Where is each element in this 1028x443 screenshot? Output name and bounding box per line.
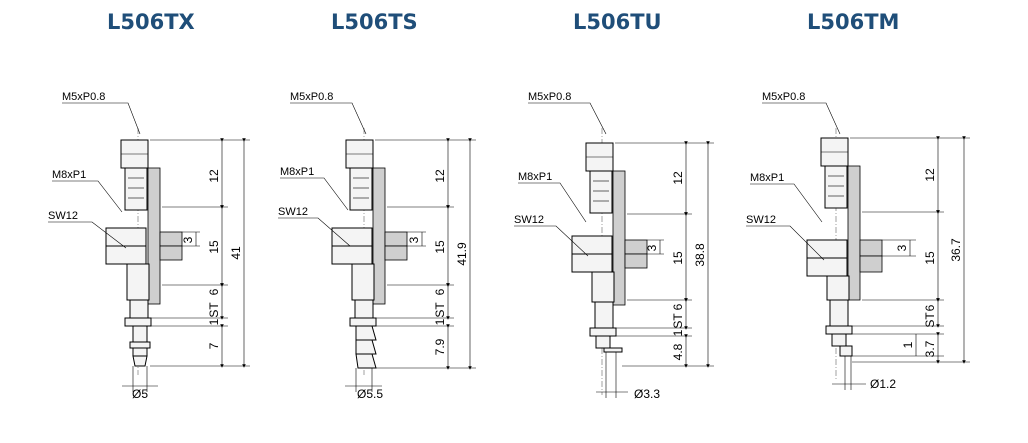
hex-label-l506tm: SW12: [746, 214, 776, 226]
hex-label-l506tx: SW12: [48, 210, 78, 222]
dim-1-l506tm: 1: [901, 341, 915, 348]
dim-7-9-l506ts: 7.9: [433, 338, 447, 355]
dim-1-l506ts: 1: [433, 318, 447, 325]
thread-body-label-l506tm: M8xP1: [750, 172, 784, 184]
dim-st-l506tm: ST: [923, 312, 937, 328]
diameter-l506ts: Ø5.5: [357, 387, 383, 401]
drawing-l506tx: [48, 102, 250, 392]
dim-3-l506ts: 3: [407, 236, 421, 243]
diameter-l506tm: Ø1.2: [870, 377, 896, 391]
dim-15-l506tm: 15: [923, 251, 937, 265]
thread-body-label-l506ts: M8xP1: [280, 166, 314, 178]
dim-6-l506tx: 6: [207, 288, 221, 295]
dim-3-l506tx: 3: [181, 236, 195, 243]
dim-36-7-l506tm: 36.7: [949, 238, 963, 262]
dim-1-l506tu: 1: [671, 329, 685, 336]
dim-12-l506tu: 12: [671, 171, 685, 185]
thread-body-label-l506tx: M8xP1: [52, 169, 86, 181]
dim-4-8-l506tu: 4.8: [671, 343, 685, 360]
dim-38-8-l506tu: 38.8: [693, 243, 707, 267]
diameter-l506tu: Ø3.3: [634, 387, 660, 401]
dim-12-l506tm: 12: [923, 168, 937, 182]
dim-st-l506tx: ST: [207, 302, 221, 318]
hex-label-l506ts: SW12: [278, 206, 308, 218]
hex-label-l506tu: SW12: [514, 214, 544, 226]
dim-3-l506tu: 3: [645, 244, 659, 251]
dim-1-l506tx: 1: [207, 318, 221, 325]
dim-41-9-l506ts: 41.9: [455, 242, 469, 266]
thread-top-label-l506tm: M5xP0.8: [762, 91, 805, 103]
thread-body-label-l506tu: M8xP1: [518, 171, 552, 183]
thread-top-label-l506tx: M5xP0.8: [62, 91, 105, 103]
dim-6-l506tu: 6: [671, 303, 685, 310]
dim-6-l506ts: 6: [433, 288, 447, 295]
diameter-l506tx: Ø5: [132, 387, 148, 401]
thread-top-label-l506ts: M5xP0.8: [290, 91, 333, 103]
dim-3-l506tm: 3: [895, 244, 909, 251]
thread-top-label-l506tu: M5xP0.8: [528, 91, 571, 103]
dim-15-l506tx: 15: [207, 240, 221, 254]
drawing-l506ts: [278, 102, 476, 392]
dim-6-l506tm: 6: [923, 304, 937, 311]
model-title-l506tm: L506TM: [807, 10, 900, 34]
dim-12-l506ts: 12: [433, 169, 447, 183]
dim-st-l506tu: ST: [671, 313, 685, 329]
model-title-l506tx: L506TX: [107, 10, 195, 34]
drawing-l506tm: [746, 102, 970, 390]
model-title-l506tu: L506TU: [573, 10, 662, 34]
dim-15-l506tu: 15: [671, 251, 685, 265]
dim-12-l506tx: 12: [207, 169, 221, 183]
dim-41-l506tx: 41: [229, 246, 243, 260]
dim-15-l506ts: 15: [433, 240, 447, 254]
model-title-l506ts: L506TS: [331, 10, 418, 34]
drawing-l506tu: [514, 102, 714, 398]
dim-7-l506tx: 7: [207, 342, 221, 349]
dim-3-7-l506tm: 3.7: [923, 340, 937, 357]
dim-st-l506ts: ST: [433, 302, 447, 318]
